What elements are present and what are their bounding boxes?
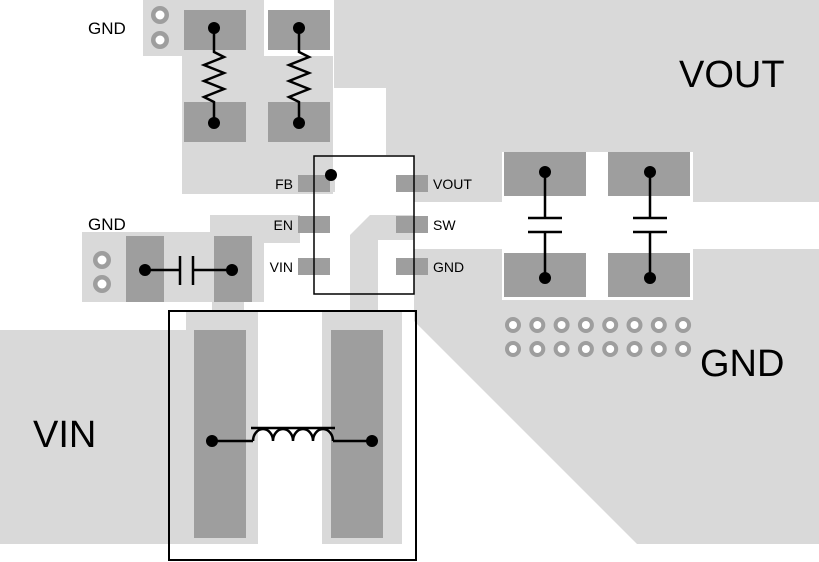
gnd-top-label: GND — [88, 19, 126, 38]
thermal-via-hole — [654, 345, 663, 353]
thermal-via-hole — [533, 321, 542, 329]
thermal-via-hole — [557, 321, 566, 329]
input-capacitor-symbol — [139, 256, 238, 285]
pin-label-vout: VOUT — [433, 176, 472, 192]
thermal-via-hole — [557, 345, 566, 353]
inductor-outline — [168, 310, 417, 561]
ic-pin1-marker — [325, 169, 337, 181]
vin-label: VIN — [33, 414, 96, 456]
pin-label-vin: VIN — [270, 259, 293, 275]
resistor-r1-symbol — [200, 22, 228, 129]
ic-pin-vout — [396, 175, 428, 192]
thermal-via-hole — [509, 345, 517, 353]
ic-outline — [313, 155, 415, 295]
output-capacitor-2-symbol — [633, 166, 667, 284]
thermal-via-hole — [679, 321, 688, 329]
resistor-r2-symbol — [285, 22, 313, 129]
thermal-via-hole — [606, 321, 615, 329]
thermal-via-hole — [509, 321, 517, 329]
ic-pin-sw — [396, 216, 428, 233]
pin-label-en: EN — [274, 217, 293, 233]
inductor-left-pad — [194, 330, 246, 538]
thermal-via-hole — [679, 345, 688, 353]
thermal-via-hole — [654, 321, 663, 329]
thermal-via-hole — [606, 345, 615, 353]
thermal-via-hole — [630, 345, 639, 353]
thermal-via-hole — [533, 345, 542, 353]
pin-label-fb: FB — [275, 176, 293, 192]
pin-label-gnd: GND — [433, 259, 464, 275]
output-capacitor-1-symbol — [528, 166, 562, 284]
vout-copper-pour — [334, 0, 819, 202]
vout-label: VOUT — [679, 54, 785, 96]
gnd-right-label: GND — [700, 343, 784, 385]
thermal-via-hole — [581, 321, 590, 329]
pin-label-sw: SW — [433, 217, 456, 233]
gnd-mid-label: GND — [88, 215, 126, 234]
connector-holes — [93, 6, 169, 293]
thermal-via-hole — [581, 345, 590, 353]
inductor-right-pad — [331, 330, 383, 538]
inductor-symbol — [206, 426, 378, 447]
thermal-via-hole — [630, 321, 639, 329]
ic-pin-gnd — [396, 258, 428, 275]
thermal-via-array — [505, 317, 692, 357]
